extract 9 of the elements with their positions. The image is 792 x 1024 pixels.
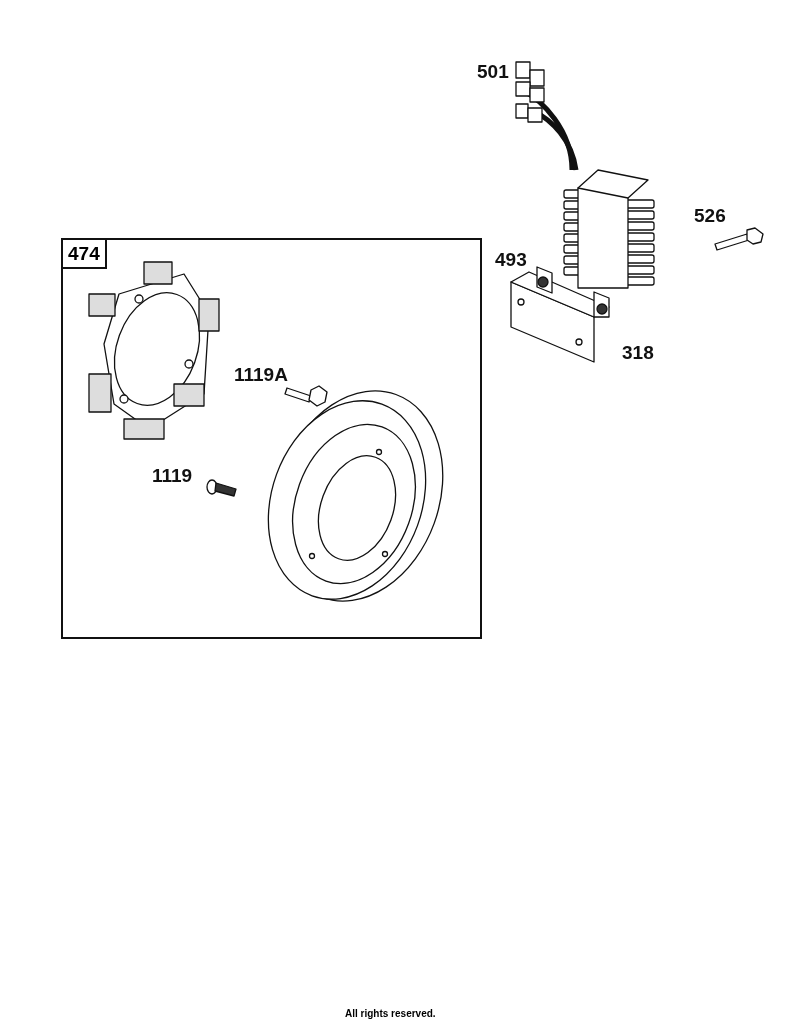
callout-number: 1119 (152, 466, 193, 485)
copyright-note: All rights reserved. (345, 1008, 436, 1019)
callout-number: 318 (622, 343, 654, 362)
callout-number: 501 (477, 62, 509, 81)
callout-number: 526 (694, 206, 726, 225)
callout-number: 493 (495, 250, 527, 269)
kit-outline (61, 238, 482, 639)
callout-number: 1119A (234, 365, 288, 384)
callout-number: 474 (63, 240, 107, 269)
